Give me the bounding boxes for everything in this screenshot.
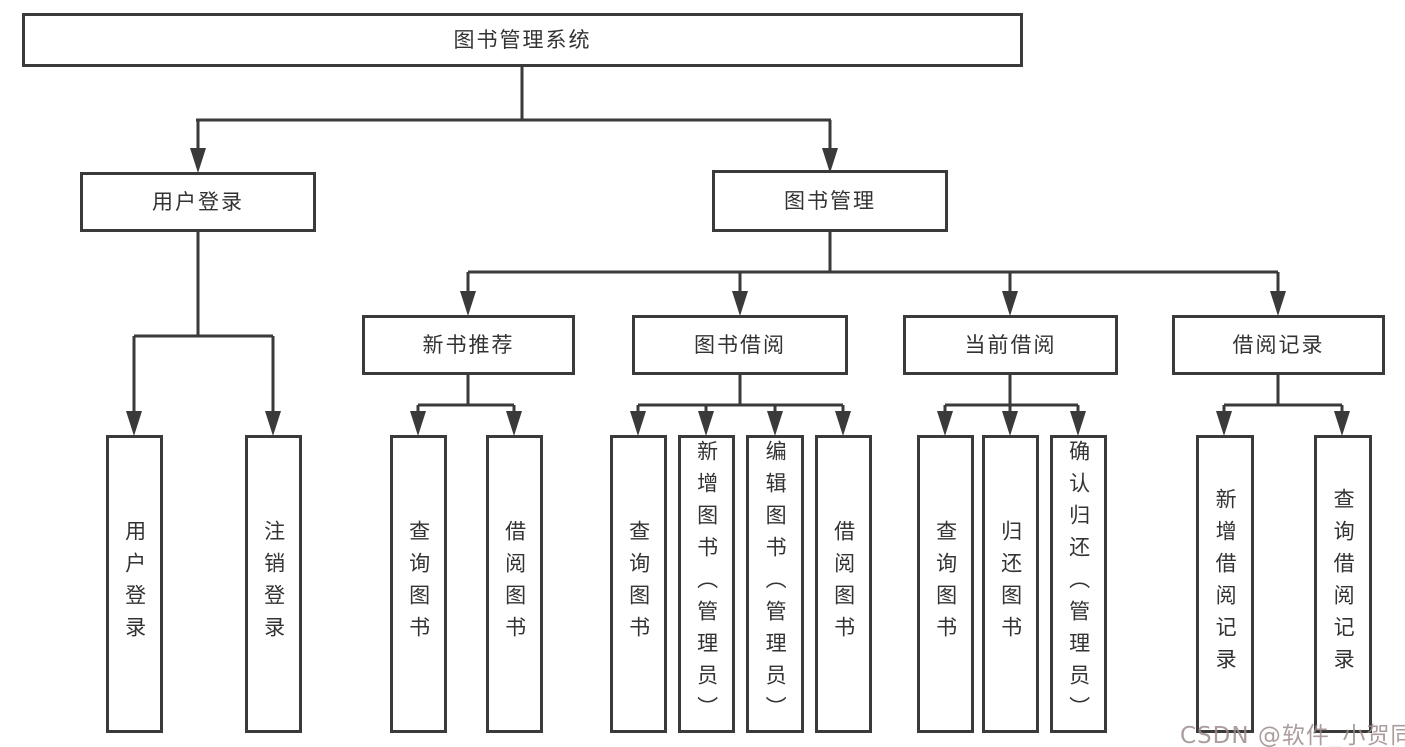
- leaf-query-books-recommend: 查询图书: [390, 435, 447, 733]
- branch-book-management: 图书管理: [712, 170, 948, 232]
- group-book-borrow: 图书借阅: [632, 315, 848, 375]
- leaf-query-books-borrow: 查询图书: [610, 435, 667, 733]
- branch-user-login: 用户登录: [80, 172, 316, 232]
- leaf-return-books: 归还图书: [982, 435, 1039, 733]
- leaf-edit-books-admin: 编辑图书（管理员）: [746, 435, 804, 733]
- connector-lines: [132, 67, 1344, 415]
- group-current-borrow: 当前借阅: [903, 315, 1118, 375]
- group-borrow-records: 借阅记录: [1172, 315, 1385, 375]
- leaf-user-login: 用户登录: [106, 435, 163, 733]
- leaf-borrow-books-recommend: 借阅图书: [486, 435, 543, 733]
- leaf-query-books-current: 查询图书: [917, 435, 974, 733]
- leaf-add-borrow-record: 新增借阅记录: [1196, 435, 1254, 733]
- arrowhead-icons: [126, 148, 1350, 436]
- leaf-query-borrow-record: 查询借阅记录: [1314, 435, 1372, 733]
- group-new-book-recommend: 新书推荐: [362, 315, 575, 375]
- leaf-add-books-admin: 新增图书（管理员）: [678, 435, 735, 733]
- leaf-logout: 注销登录: [245, 435, 302, 733]
- node-root: 图书管理系统: [22, 13, 1023, 67]
- leaf-borrow-books: 借阅图书: [815, 435, 872, 733]
- leaf-confirm-return-admin: 确认归还（管理员）: [1050, 435, 1107, 733]
- csdn-watermark: CSDN @软件_小贺同学: [1180, 723, 1405, 747]
